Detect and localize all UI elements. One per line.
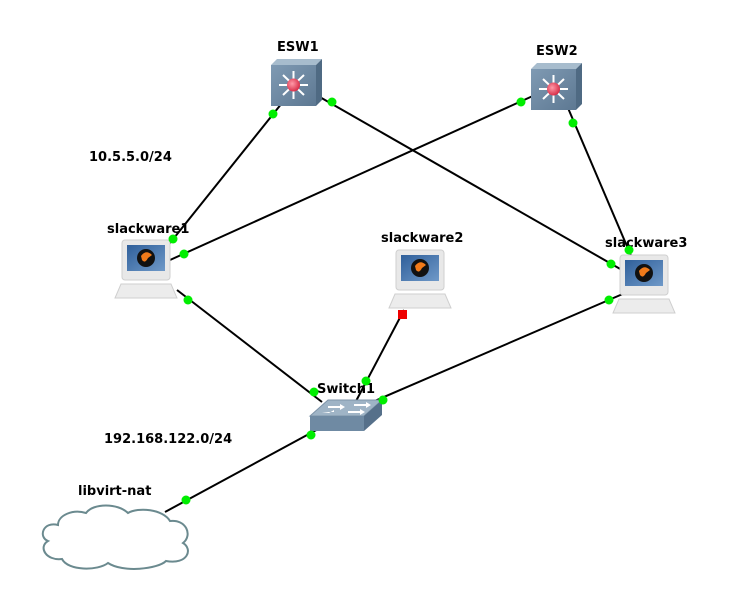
qemu-host-icon <box>388 249 452 309</box>
node-label: slackware3 <box>605 236 687 251</box>
node-switch1[interactable]: Switch1 <box>308 382 384 431</box>
link-esw1-slackware1[interactable] <box>169 102 283 244</box>
port-status-up <box>309 387 319 397</box>
port-status-up <box>361 376 371 386</box>
port-status-up <box>306 430 316 440</box>
link-esw2-slackware3[interactable] <box>567 107 633 259</box>
port-status-up <box>378 395 388 405</box>
port-status-down <box>398 310 407 319</box>
note-network-b: 192.168.122.0/24 <box>104 432 232 447</box>
node-label: Switch1 <box>317 382 375 397</box>
node-slackware1[interactable]: slackware1 <box>107 222 189 299</box>
port-status-up <box>327 97 337 107</box>
node-label: libvirt-nat <box>78 484 151 499</box>
qemu-host-icon <box>612 254 676 314</box>
port-status-up <box>624 245 634 255</box>
qemu-host-icon <box>114 239 178 299</box>
node-label: slackware1 <box>107 222 189 237</box>
port-status-up <box>183 295 193 305</box>
link-slackware1-switch1[interactable] <box>176 289 323 403</box>
link-slackware2-switch1[interactable] <box>354 309 405 404</box>
port-status-up <box>516 97 526 107</box>
node-esw1[interactable]: ESW1 <box>271 40 322 106</box>
port-status-up <box>568 118 578 128</box>
note-network-a: 10.5.5.0/24 <box>89 150 172 165</box>
node-libvirt-nat[interactable]: libvirt-nat <box>41 484 189 570</box>
node-label: ESW2 <box>536 44 578 59</box>
link-esw2-slackware1[interactable] <box>169 94 536 261</box>
link-slackware3-switch1[interactable] <box>369 292 626 404</box>
links <box>164 94 633 513</box>
port-status-up <box>179 249 189 259</box>
link-esw1-slackware3[interactable] <box>317 95 623 271</box>
port-status-up <box>168 234 178 244</box>
node-esw2[interactable]: ESW2 <box>531 44 582 110</box>
node-slackware3[interactable]: slackware3 <box>605 236 687 314</box>
port-indicators <box>168 97 634 505</box>
cloud-icon <box>41 504 189 570</box>
port-status-up <box>181 495 191 505</box>
link-switch1-libvirt-nat[interactable] <box>164 427 321 513</box>
ethernet-switch-icon <box>308 399 384 431</box>
port-status-up <box>604 295 614 305</box>
node-label: slackware2 <box>381 231 463 246</box>
node-slackware2[interactable]: slackware2 <box>381 231 463 309</box>
port-status-up <box>268 109 278 119</box>
node-label: ESW1 <box>277 40 319 55</box>
port-status-up <box>606 259 616 269</box>
